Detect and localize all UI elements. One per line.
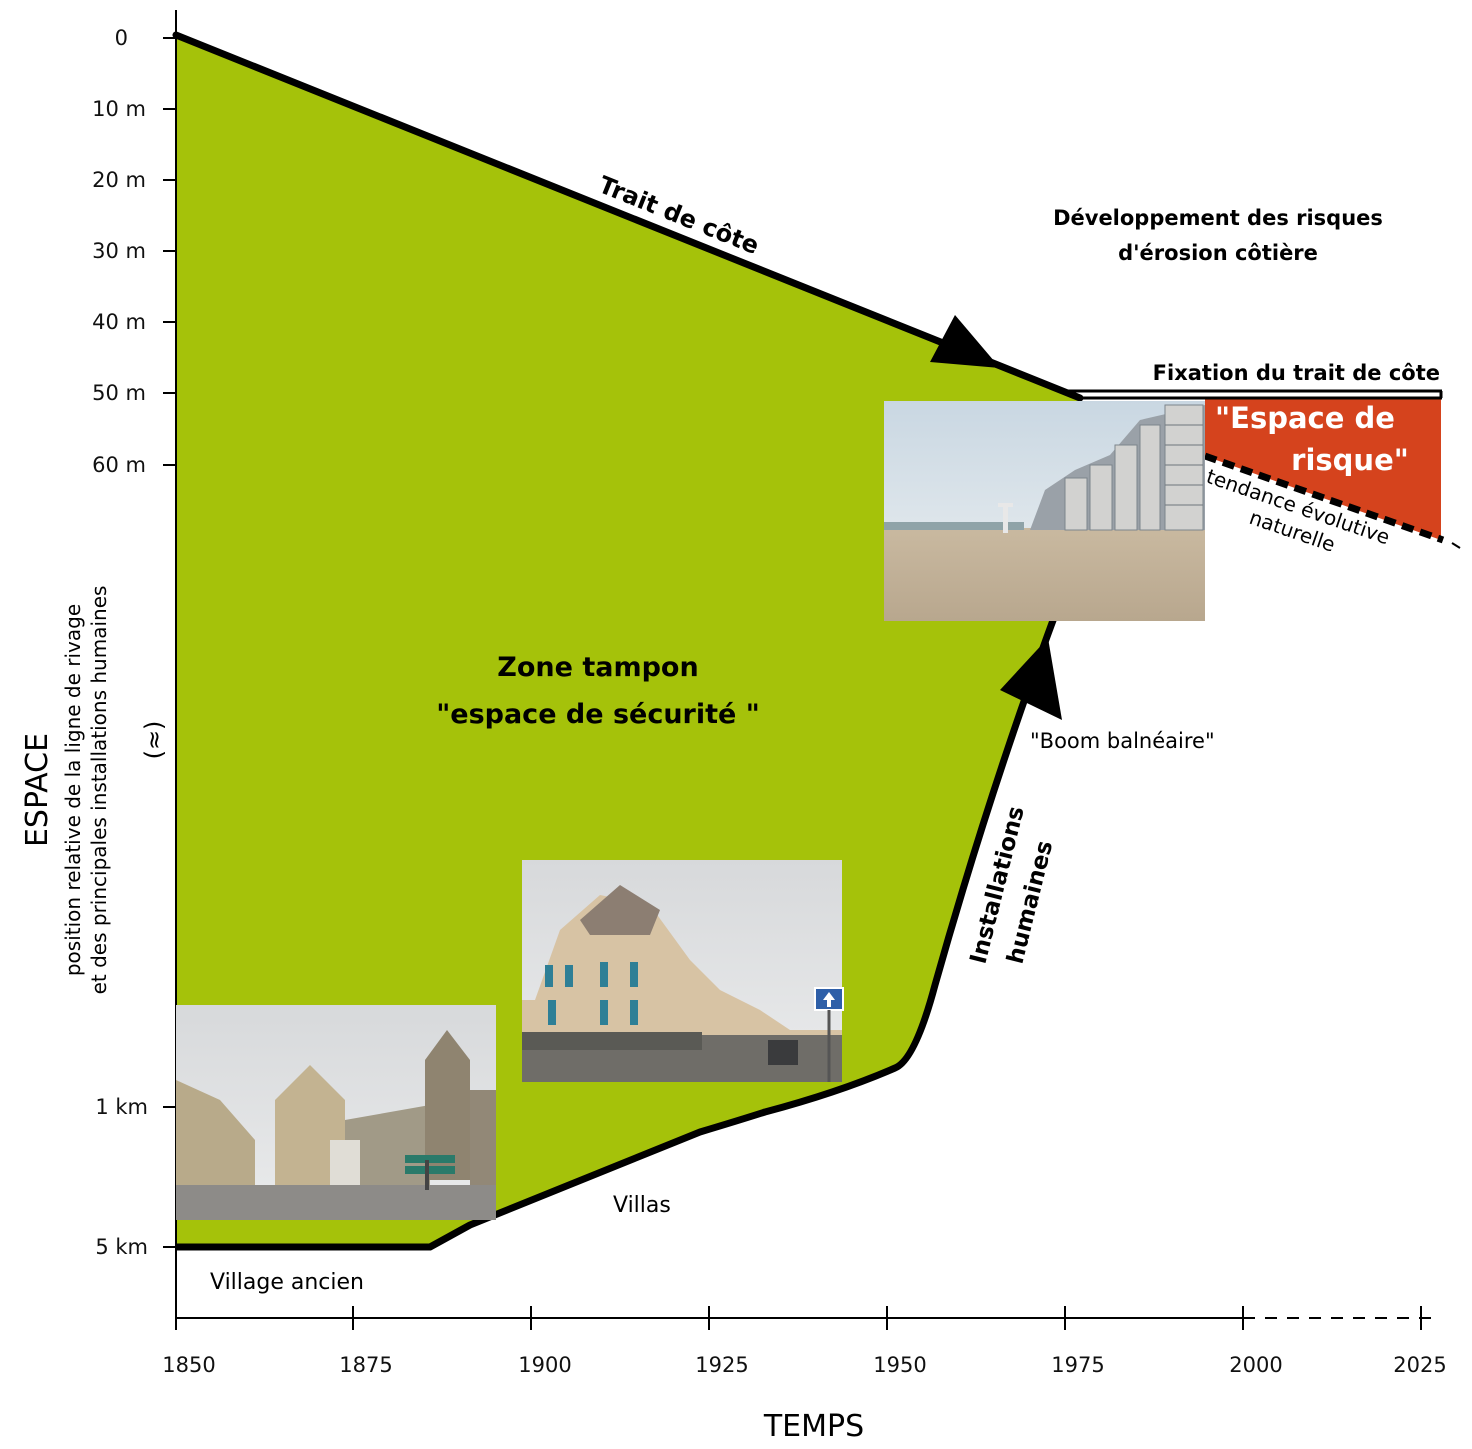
natural-trend-line [1203,452,1445,544]
x-tick-label: 1900 [518,1353,571,1377]
y-tick-label: 0 [115,26,128,50]
y-axis-subtitle-1: position relative de la ligne de rivage [61,604,85,976]
natural-trend-extension [1451,542,1461,549]
y-tick-label: 30 m [92,239,146,263]
y-tick-label: 5 km [95,1235,148,1259]
y-ticks [163,37,176,1248]
x-tick-label: 1850 [162,1353,215,1377]
y-tick-label: 10 m [92,97,146,121]
y-axis-approx: (≈) [140,721,168,760]
x-tick-label: 1975 [1051,1353,1104,1377]
espace-risque-label-1: "Espace de [1215,401,1395,435]
developpement-label-2: d'érosion côtière [1118,241,1318,265]
installations-line [176,613,1059,1251]
x-tick-labels: 1850 1875 1900 1925 1950 1975 2000 2025 [162,1353,1446,1377]
x-tick-label: 1925 [695,1353,748,1377]
buffer-zone-area [176,35,1080,1247]
fixation-label: Fixation du trait de côte [1153,361,1440,385]
coastline-line [172,31,1084,402]
village-label: Village ancien [210,1270,364,1295]
y-axis-title: ESPACE [20,733,55,847]
villas-label: Villas [613,1193,671,1218]
x-ticks [175,1306,1422,1330]
x-tick-label: 1950 [873,1353,926,1377]
y-tick-label: 60 m [92,453,146,477]
x-tick-label: 2000 [1229,1353,1282,1377]
y-tick-label: 40 m [92,310,146,334]
boom-label: "Boom balnéaire" [1030,729,1215,753]
y-tick-labels: 0 10 m 20 m 30 m 40 m 50 m 60 m 1 km 5 k… [92,26,148,1259]
y-tick-label: 20 m [92,168,146,192]
x-tick-label: 1875 [339,1353,392,1377]
y-tick-label: 1 km [95,1095,148,1119]
old-village-photo [176,1005,496,1220]
x-axis-title: TEMPS [763,1409,864,1444]
x-tick-label: 2025 [1393,1353,1446,1377]
developpement-label-1: Développement des risques [1053,206,1383,230]
installations-arrow-icon [1000,638,1062,720]
zone-tampon-label-2: "espace de sécurité " [436,699,760,730]
espace-risque-label-2: risque" [1291,443,1409,477]
y-axis-subtitle-2: et des principales installations humaine… [87,586,111,995]
beach-resort-photo [884,401,1205,621]
villa-street-photo [522,860,844,1082]
zone-tampon-label-1: Zone tampon [497,652,698,683]
y-tick-label: 50 m [92,381,146,405]
coastline-arrow-icon [930,315,1000,368]
